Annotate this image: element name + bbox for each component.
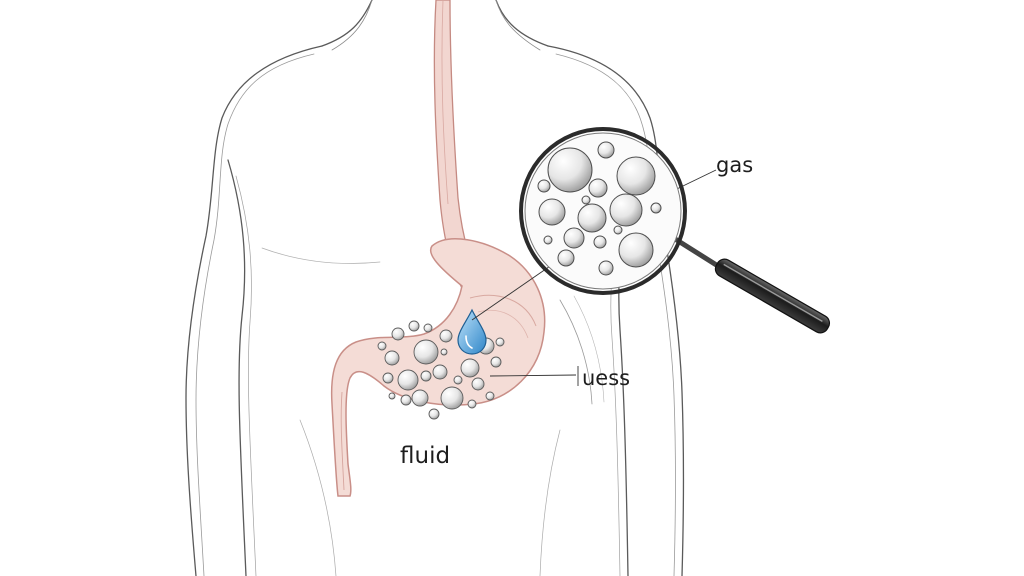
water-droplet-icon: [457, 308, 487, 355]
gas-label: gas: [716, 153, 753, 177]
fluid-label: fluid: [400, 443, 450, 469]
uess-label: uess: [582, 366, 630, 390]
gas-bubble-cluster: [377, 320, 505, 420]
magnifying-glass-icon: [519, 127, 831, 334]
